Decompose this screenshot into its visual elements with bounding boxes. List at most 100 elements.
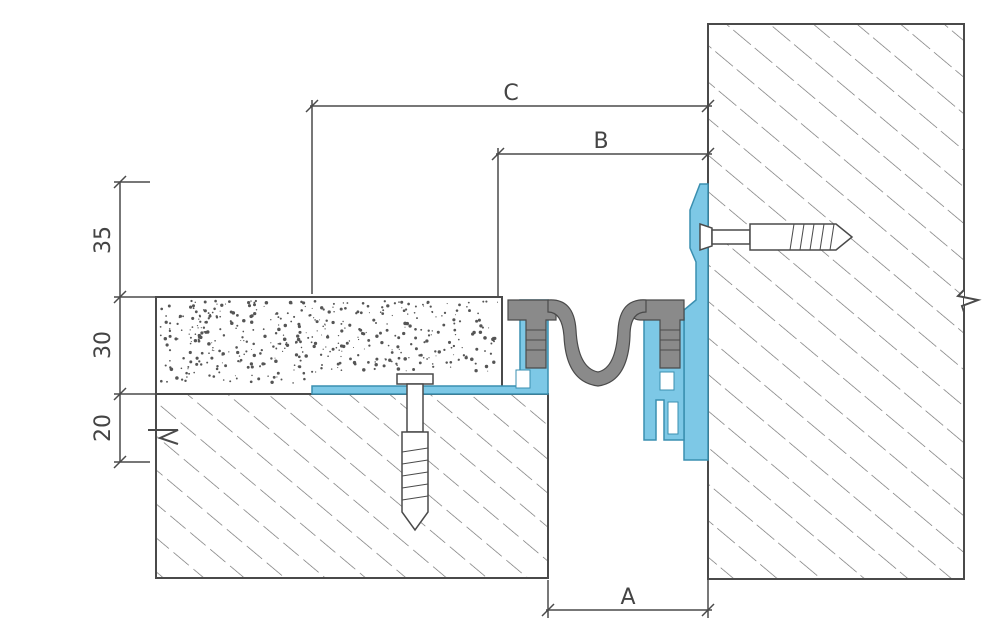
screed-dot [195, 362, 199, 366]
screed-dot [246, 365, 250, 369]
screed-dot [345, 341, 349, 345]
screed-dot [296, 337, 301, 342]
left-profile-slot [515, 369, 531, 389]
screed-dot [275, 347, 278, 350]
screed-dot [203, 309, 207, 313]
screed-dot [430, 334, 432, 336]
screed-dot [363, 348, 365, 350]
dimension-line-c [305, 99, 715, 294]
screed-dot [203, 330, 206, 333]
screed-dot [327, 310, 331, 314]
screed-dot [169, 322, 172, 325]
screed-dot [200, 331, 204, 335]
screed-dot [373, 367, 376, 371]
screed-dot [447, 340, 452, 344]
screed-dot [474, 362, 477, 365]
screed-dot [401, 307, 403, 309]
screed-dot [380, 340, 384, 345]
screed-dot [457, 338, 460, 341]
screed-dot [253, 301, 256, 304]
screed-dot [402, 331, 406, 336]
screed-dot [413, 311, 416, 314]
screed-dot [365, 331, 367, 334]
screed-dot [198, 360, 201, 363]
screed-dot [368, 312, 370, 314]
screed-dot [300, 346, 303, 349]
screed-dot [359, 328, 363, 332]
right-profile-body [683, 183, 709, 461]
screed-dot [252, 353, 256, 358]
screed-dot [250, 300, 252, 302]
screed-dot [357, 336, 359, 338]
screed-dot [169, 366, 172, 369]
screed-dot [189, 336, 192, 339]
screed-dot [218, 349, 221, 353]
screed-dot [425, 339, 429, 343]
screed-dot [272, 345, 275, 348]
screed-dot [395, 362, 398, 365]
screed-dot [394, 334, 397, 337]
screed-dot [337, 367, 339, 369]
screed-dot [213, 350, 215, 352]
screed-dot [420, 328, 423, 331]
screed-dot [196, 325, 199, 327]
screed-dot [403, 357, 407, 361]
screed-dot [324, 328, 326, 330]
screed-dot [235, 346, 238, 349]
screed-dot [315, 320, 319, 324]
screed-dot [243, 340, 245, 342]
screed-dot [194, 301, 197, 304]
left-slab [148, 393, 549, 579]
screed-dot [219, 310, 221, 312]
screed-dot [221, 362, 223, 364]
screed-dot [414, 336, 418, 340]
screed-dot [285, 343, 290, 347]
screed-dot [257, 377, 261, 381]
screed-dot [279, 317, 282, 320]
screed-dot [229, 320, 232, 323]
screed-dot [311, 336, 314, 338]
screed-dot [199, 363, 203, 366]
screed-dot [414, 305, 417, 308]
screed-dot [236, 314, 239, 317]
screed-dot [214, 339, 216, 342]
screed-dot [305, 332, 307, 334]
screed-dot [307, 336, 310, 339]
screed-dot [333, 311, 335, 313]
screed-dot [207, 342, 211, 346]
screed-dot [382, 309, 385, 312]
screed-dot [302, 371, 306, 375]
screed-dot [252, 342, 255, 346]
screed-dot [164, 320, 168, 324]
screed-dot [314, 371, 317, 373]
screed-dot [234, 375, 236, 377]
screed-dot [277, 316, 280, 319]
insert-bellows [547, 299, 647, 387]
screed-dot [477, 312, 479, 315]
screed-dot [329, 350, 331, 353]
screed-dot [344, 306, 347, 310]
screed-dot [408, 324, 412, 328]
screed-dot [237, 359, 240, 363]
screed-dot [357, 354, 360, 357]
screed-dot [431, 363, 434, 365]
screed-dot [278, 342, 282, 346]
screed-dot [253, 311, 257, 316]
screed-dot [220, 303, 224, 307]
wall-anchor-bolt [699, 222, 854, 252]
screed-dot [396, 345, 400, 349]
screed-dot [489, 352, 493, 355]
screed-dot [159, 325, 162, 328]
screed-dot [481, 326, 484, 329]
screed-dot [386, 304, 390, 308]
screed-dot [484, 350, 486, 352]
screed-dot [397, 356, 401, 360]
screed-dot [254, 299, 257, 303]
screed-dot [219, 328, 222, 331]
screed-dot [324, 323, 326, 325]
screed-dot [236, 324, 239, 327]
screed-dot [443, 348, 446, 352]
screed-dot [412, 368, 416, 371]
screed-dot [276, 371, 280, 375]
